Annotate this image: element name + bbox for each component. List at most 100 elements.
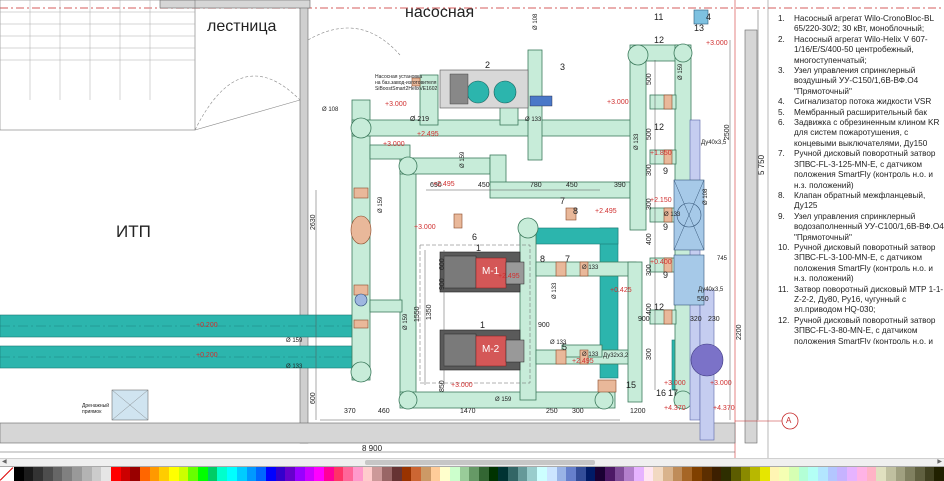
color-swatch[interactable] bbox=[324, 467, 334, 481]
color-swatch[interactable] bbox=[508, 467, 518, 481]
color-swatch[interactable] bbox=[885, 467, 896, 481]
color-swatch[interactable] bbox=[498, 467, 509, 481]
color-swatch[interactable] bbox=[333, 467, 344, 481]
color-swatch[interactable] bbox=[847, 467, 857, 481]
color-swatch[interactable] bbox=[72, 467, 82, 481]
scroll-right-arrow-icon[interactable]: ▶ bbox=[937, 459, 942, 465]
color-swatch[interactable] bbox=[188, 467, 199, 481]
color-swatch[interactable] bbox=[207, 467, 218, 481]
color-swatch[interactable] bbox=[304, 467, 315, 481]
color-swatch[interactable] bbox=[294, 467, 305, 481]
color-swatch[interactable] bbox=[159, 467, 169, 481]
no-color-swatch[interactable] bbox=[0, 467, 14, 481]
color-swatch[interactable] bbox=[62, 467, 73, 481]
color-swatch[interactable] bbox=[469, 467, 479, 481]
color-swatch[interactable] bbox=[798, 467, 809, 481]
color-swatch[interactable] bbox=[275, 467, 286, 481]
color-swatch[interactable] bbox=[924, 467, 935, 481]
color-swatch[interactable] bbox=[624, 467, 634, 481]
color-swatch[interactable] bbox=[895, 467, 906, 481]
color-swatch[interactable] bbox=[789, 467, 799, 481]
color-swatch[interactable] bbox=[149, 467, 160, 481]
color-swatch[interactable] bbox=[33, 467, 44, 481]
color-swatch[interactable] bbox=[740, 467, 751, 481]
color-swatch[interactable] bbox=[653, 467, 664, 481]
drawing-canvas[interactable]: лестница насосная ИТП Насосная установка… bbox=[0, 0, 944, 458]
color-swatch[interactable] bbox=[372, 467, 383, 481]
color-swatch[interactable] bbox=[595, 467, 605, 481]
color-swatch[interactable] bbox=[585, 467, 596, 481]
color-swatch[interactable] bbox=[14, 467, 24, 481]
color-swatch[interactable] bbox=[110, 467, 121, 481]
color-swatch[interactable] bbox=[730, 467, 741, 481]
color-swatch[interactable] bbox=[285, 467, 295, 481]
color-swatch[interactable] bbox=[411, 467, 421, 481]
color-swatch[interactable] bbox=[265, 467, 276, 481]
color-swatch[interactable] bbox=[672, 467, 683, 481]
color-swatch[interactable] bbox=[682, 467, 693, 481]
color-swatch[interactable] bbox=[343, 467, 354, 481]
color-swatch[interactable] bbox=[876, 467, 886, 481]
color-swatch[interactable] bbox=[217, 467, 228, 481]
color-swatch[interactable] bbox=[430, 467, 441, 481]
color-swatch[interactable] bbox=[643, 467, 654, 481]
color-swatch[interactable] bbox=[701, 467, 712, 481]
color-swatch[interactable] bbox=[43, 467, 53, 481]
color-swatch[interactable] bbox=[488, 467, 499, 481]
scrollbar-thumb[interactable] bbox=[365, 460, 595, 465]
color-swatch[interactable] bbox=[934, 467, 944, 481]
color-swatch[interactable] bbox=[614, 467, 625, 481]
color-swatch[interactable] bbox=[198, 467, 208, 481]
color-swatch[interactable] bbox=[827, 467, 838, 481]
color-swatch[interactable] bbox=[779, 467, 789, 481]
color-swatch[interactable] bbox=[169, 467, 179, 481]
color-swatch[interactable] bbox=[818, 467, 828, 481]
color-swatch[interactable] bbox=[721, 467, 731, 481]
color-swatch[interactable] bbox=[914, 467, 925, 481]
color-swatch[interactable] bbox=[139, 467, 150, 481]
color-swatch[interactable] bbox=[236, 467, 247, 481]
color-swatch[interactable] bbox=[420, 467, 431, 481]
color-swatch[interactable] bbox=[401, 467, 412, 481]
color-swatch[interactable] bbox=[808, 467, 819, 481]
horizontal-scrollbar[interactable]: ◀ ▶ bbox=[0, 458, 944, 466]
color-swatch[interactable] bbox=[750, 467, 760, 481]
color-swatch[interactable] bbox=[527, 467, 538, 481]
color-swatch[interactable] bbox=[130, 467, 140, 481]
color-swatch[interactable] bbox=[459, 467, 470, 481]
color-swatch[interactable] bbox=[663, 467, 673, 481]
color-swatch[interactable] bbox=[449, 467, 460, 481]
color-swatch[interactable] bbox=[837, 467, 848, 481]
color-swatch[interactable] bbox=[353, 467, 363, 481]
color-swatch[interactable] bbox=[391, 467, 402, 481]
color-swatch[interactable] bbox=[440, 467, 450, 481]
color-swatch[interactable] bbox=[91, 467, 102, 481]
color-swatch[interactable] bbox=[382, 467, 392, 481]
color-swatch[interactable] bbox=[575, 467, 586, 481]
color-swatch[interactable] bbox=[479, 467, 489, 481]
color-swatch[interactable] bbox=[692, 467, 702, 481]
color-swatch[interactable] bbox=[52, 467, 63, 481]
color-swatch[interactable] bbox=[856, 467, 867, 481]
color-swatch[interactable] bbox=[566, 467, 576, 481]
color-swatch[interactable] bbox=[769, 467, 780, 481]
color-swatch[interactable] bbox=[556, 467, 567, 481]
color-swatch[interactable] bbox=[101, 467, 111, 481]
color-palette[interactable] bbox=[0, 466, 944, 481]
color-swatch[interactable] bbox=[537, 467, 547, 481]
color-swatch[interactable] bbox=[81, 467, 92, 481]
color-swatch[interactable] bbox=[256, 467, 266, 481]
color-swatch[interactable] bbox=[178, 467, 189, 481]
color-swatch[interactable] bbox=[23, 467, 34, 481]
scroll-left-arrow-icon[interactable]: ◀ bbox=[2, 459, 7, 465]
color-swatch[interactable] bbox=[517, 467, 528, 481]
color-swatch[interactable] bbox=[246, 467, 257, 481]
color-swatch[interactable] bbox=[711, 467, 722, 481]
color-swatch[interactable] bbox=[604, 467, 615, 481]
color-swatch[interactable] bbox=[546, 467, 557, 481]
color-swatch[interactable] bbox=[120, 467, 131, 481]
color-swatch[interactable] bbox=[634, 467, 644, 481]
color-swatch[interactable] bbox=[227, 467, 237, 481]
color-swatch[interactable] bbox=[362, 467, 373, 481]
color-swatch[interactable] bbox=[314, 467, 324, 481]
